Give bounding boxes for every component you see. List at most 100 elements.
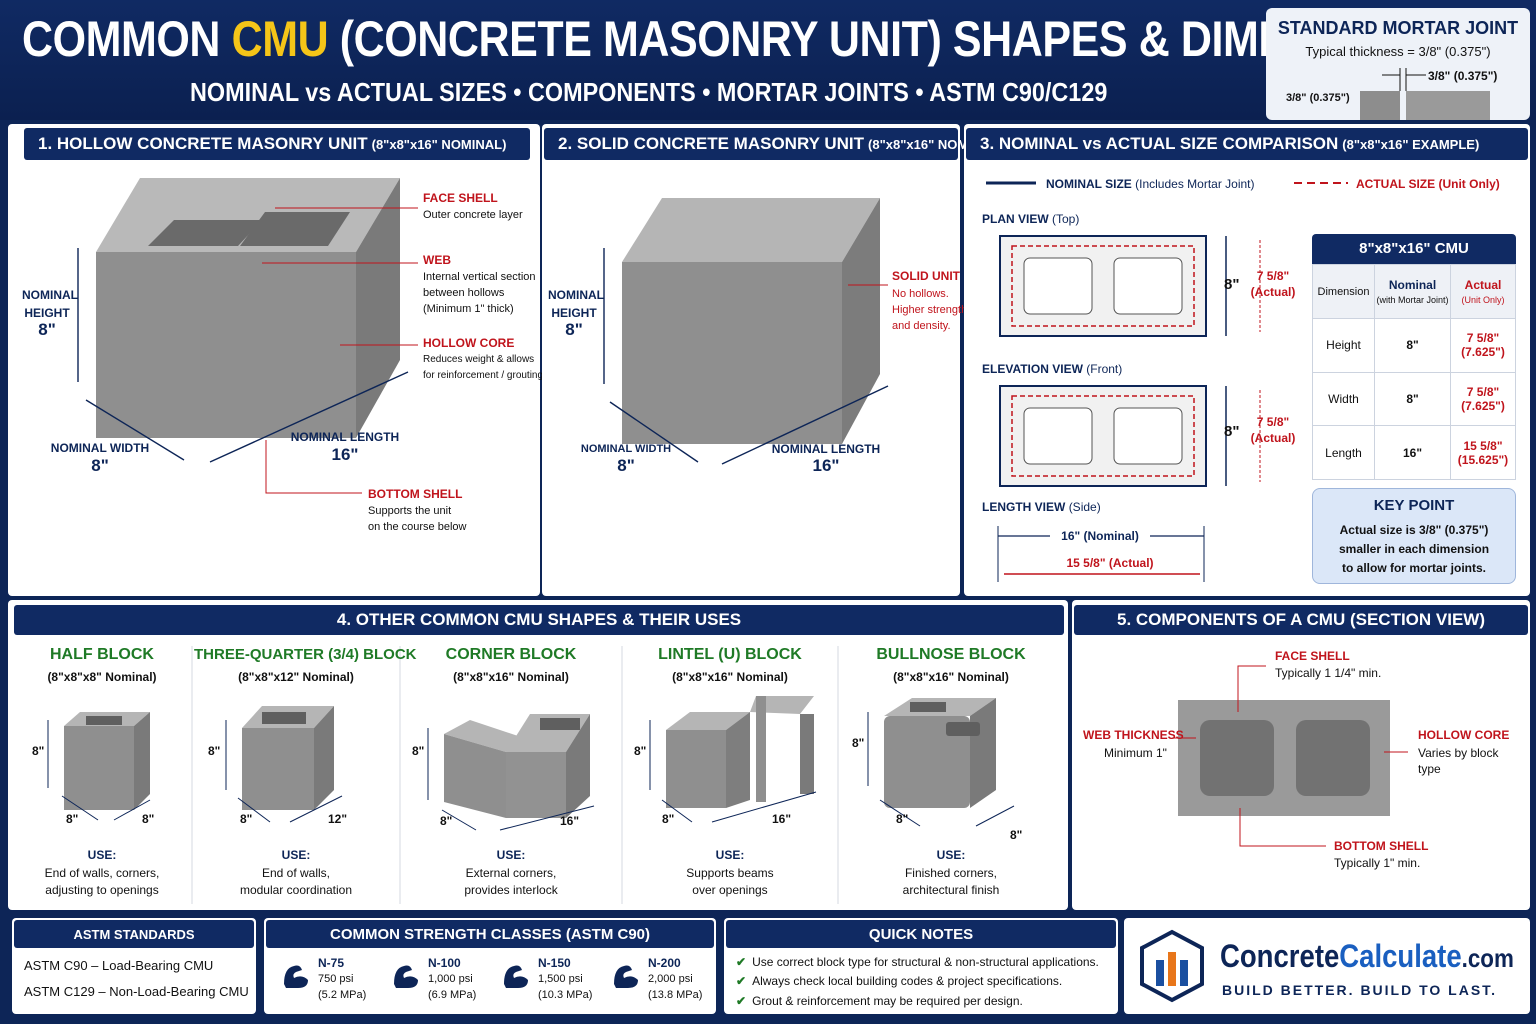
three-quarter-h: 8"	[208, 744, 221, 758]
three-quarter-a: 8"	[240, 812, 253, 826]
length-view-label: LENGTH VIEW (Side)	[982, 500, 1101, 514]
table-row: Length 16" 15 5/8"(15.625")	[1312, 425, 1516, 480]
lintel-h: 8"	[634, 744, 647, 758]
shape-dims: (8"x8"x16" Nominal)	[453, 670, 569, 684]
strength-code: N-75	[318, 956, 345, 970]
mortar-joint-title: STANDARD MORTAR JOINT	[1277, 18, 1519, 38]
callout-web: WEB	[423, 253, 451, 267]
mortar-block-right	[1406, 91, 1490, 120]
hollow-height-value: 8"	[38, 320, 56, 339]
legend-actual: ACTUAL SIZE (Unit Only)	[1356, 177, 1500, 191]
key-point-title: KEY POINT	[1373, 497, 1455, 514]
note-item: ✔Always check local building codes & pro…	[736, 974, 1063, 988]
shape-name: LINTEL (U) BLOCK	[658, 646, 802, 663]
note-item: ✔Grout & reinforcement may be required p…	[736, 994, 1023, 1008]
section-hollow-core: HOLLOW CORE	[1418, 728, 1510, 742]
shape-name: CORNER BLOCK	[445, 646, 577, 663]
shape-dims: (8"x8"x16" Nominal)	[893, 670, 1009, 684]
other-shapes-drawings	[47, 646, 1015, 904]
shape-dims: (8"x8"x12" Nominal)	[238, 670, 354, 684]
bullnose-b: 8"	[1010, 828, 1023, 842]
shape-use: External corners, provides interlock	[464, 866, 558, 897]
strength-code: N-200	[648, 956, 681, 970]
th-nominal: Nominal(with Mortar Joint)	[1374, 264, 1451, 319]
section-web: WEB THICKNESS	[1083, 728, 1184, 742]
panel-hollow-title: 1. HOLLOW CONCRETE MASONRY UNIT(8"x8"x16…	[24, 128, 530, 160]
page-subtitle: NOMINAL vs ACTUAL SIZES • COMPONENTS • M…	[190, 77, 1108, 107]
strength-psi: 1,000 psi	[428, 973, 473, 985]
row-actual: 7 5/8"(7.625")	[1450, 318, 1516, 373]
strength-arm-icon	[284, 965, 308, 988]
shape-name: HALF BLOCK	[50, 646, 154, 663]
nominal-actual-drawings	[986, 181, 1348, 582]
brand-tagline: BUILD BETTER. BUILD TO LAST.	[1222, 982, 1498, 998]
callout-face-shell: FACE SHELL	[423, 191, 498, 205]
solid-length-label: NOMINAL LENGTH	[771, 442, 881, 456]
brand-logo-icon	[1140, 929, 1204, 1003]
mortar-label-top: 3/8" (0.375")	[1428, 69, 1498, 83]
note-item: ✔Use correct block type for structural &…	[736, 955, 1099, 969]
bullnose-a: 8"	[896, 812, 909, 826]
section-web-desc: Minimum 1"	[1104, 746, 1167, 760]
row-actual: 15 5/8"(15.625")	[1450, 425, 1516, 480]
hollow-block-drawing	[77, 178, 418, 494]
shape-use: End of walls, modular coordination	[239, 866, 353, 897]
strength-mpa: (13.8 MPa)	[648, 989, 703, 1001]
corner-h: 8"	[412, 744, 425, 758]
callout-hollow-core: HOLLOW CORE	[423, 336, 515, 350]
astm-item: ASTM C129 – Non-Load-Bearing CMU	[24, 984, 249, 999]
mortar-block-left	[1360, 91, 1400, 120]
corner-b: 16"	[560, 814, 580, 828]
strength-psi: 1,500 psi	[538, 973, 583, 985]
check-icon: ✔	[736, 974, 747, 988]
section-hollow-core-desc: Varies by block type	[1418, 746, 1499, 776]
mortar-label-side: 3/8" (0.375")	[1286, 92, 1350, 104]
shape-use-label: USE:	[936, 848, 966, 862]
strength-psi: 2,000 psi	[648, 973, 693, 985]
strength-mpa: (5.2 MPa)	[318, 989, 367, 1001]
lintel-b: 16"	[772, 812, 792, 826]
key-point-text: Actual size is 3/8" (0.375") smaller in …	[1338, 523, 1490, 575]
mortar-joint-arrows	[1382, 68, 1426, 91]
callout-bottom-shell: BOTTOM SHELL	[368, 487, 463, 501]
shape-use: End of walls, corners, adjusting to open…	[44, 866, 160, 897]
page-title: COMMON CMU (CONCRETE MASONRY UNIT) SHAPE…	[22, 11, 1449, 67]
size-table: Dimension Nominal(with Mortar Joint) Act…	[1312, 264, 1516, 480]
legend-nominal: NOMINAL SIZE (Includes Mortar Joint)	[1046, 177, 1255, 191]
hollow-width-value: 8"	[91, 456, 109, 475]
mortar-joint-box: STANDARD MORTAR JOINT Typical thickness …	[1266, 8, 1530, 120]
elev-actual: 7 5/8"(Actual)	[1250, 415, 1296, 445]
shape-dims: (8"x8"x16" Nominal)	[672, 670, 788, 684]
solid-width-label: NOMINAL WIDTH	[580, 443, 672, 455]
half-a: 8"	[66, 812, 79, 826]
strength-class: N-75 750 psi (5.2 MPa)	[276, 952, 386, 1008]
solid-length-value: 16"	[812, 456, 840, 475]
callout-hollow-core-desc: Reduces weight & allows for reinforcemen…	[423, 354, 544, 381]
table-row: Width 8" 7 5/8"(7.625")	[1312, 371, 1516, 427]
shape-use-label: USE:	[496, 848, 526, 862]
row-actual: 7 5/8"(7.625")	[1450, 371, 1516, 427]
shape-lintel-block: LINTEL (U) BLOCK (8"x8"x16" Nominal) USE…	[624, 640, 836, 904]
shape-name: THREE-QUARTER (3/4) BLOCK	[194, 646, 417, 663]
hollow-length-value: 16"	[331, 445, 359, 464]
solid-height-label: NOMINAL HEIGHT	[548, 288, 604, 320]
elevation-view-label: ELEVATION VIEW (Front)	[982, 362, 1123, 376]
section-view-drawing	[1172, 665, 1408, 847]
hollow-width-label: NOMINAL WIDTH	[50, 441, 150, 455]
corner-a: 8"	[440, 814, 453, 828]
solid-height-value: 8"	[565, 320, 583, 339]
strength-code: N-100	[428, 956, 461, 970]
astm-title: ASTM STANDARDS	[14, 920, 254, 948]
row-dim: Width	[1312, 371, 1375, 427]
strength-code: N-150	[538, 956, 571, 970]
strength-class: N-150 1,500 psi (10.3 MPa)	[496, 952, 606, 1008]
th-dimension: Dimension	[1312, 264, 1375, 319]
plan-nominal-8: 8"	[1224, 276, 1240, 293]
elev-nominal-8: 8"	[1224, 423, 1240, 440]
bullnose-h: 8"	[852, 736, 865, 750]
strength-arm-icon	[504, 965, 528, 988]
strength-title: COMMON STRENGTH CLASSES (ASTM C90)	[266, 920, 714, 948]
notes-title: QUICK NOTES	[726, 920, 1116, 948]
shape-use: Supports beams over openings	[686, 866, 774, 897]
panel-nominal-actual-title: 3. NOMINAL vs ACTUAL SIZE COMPARISON(8"x…	[966, 128, 1528, 160]
